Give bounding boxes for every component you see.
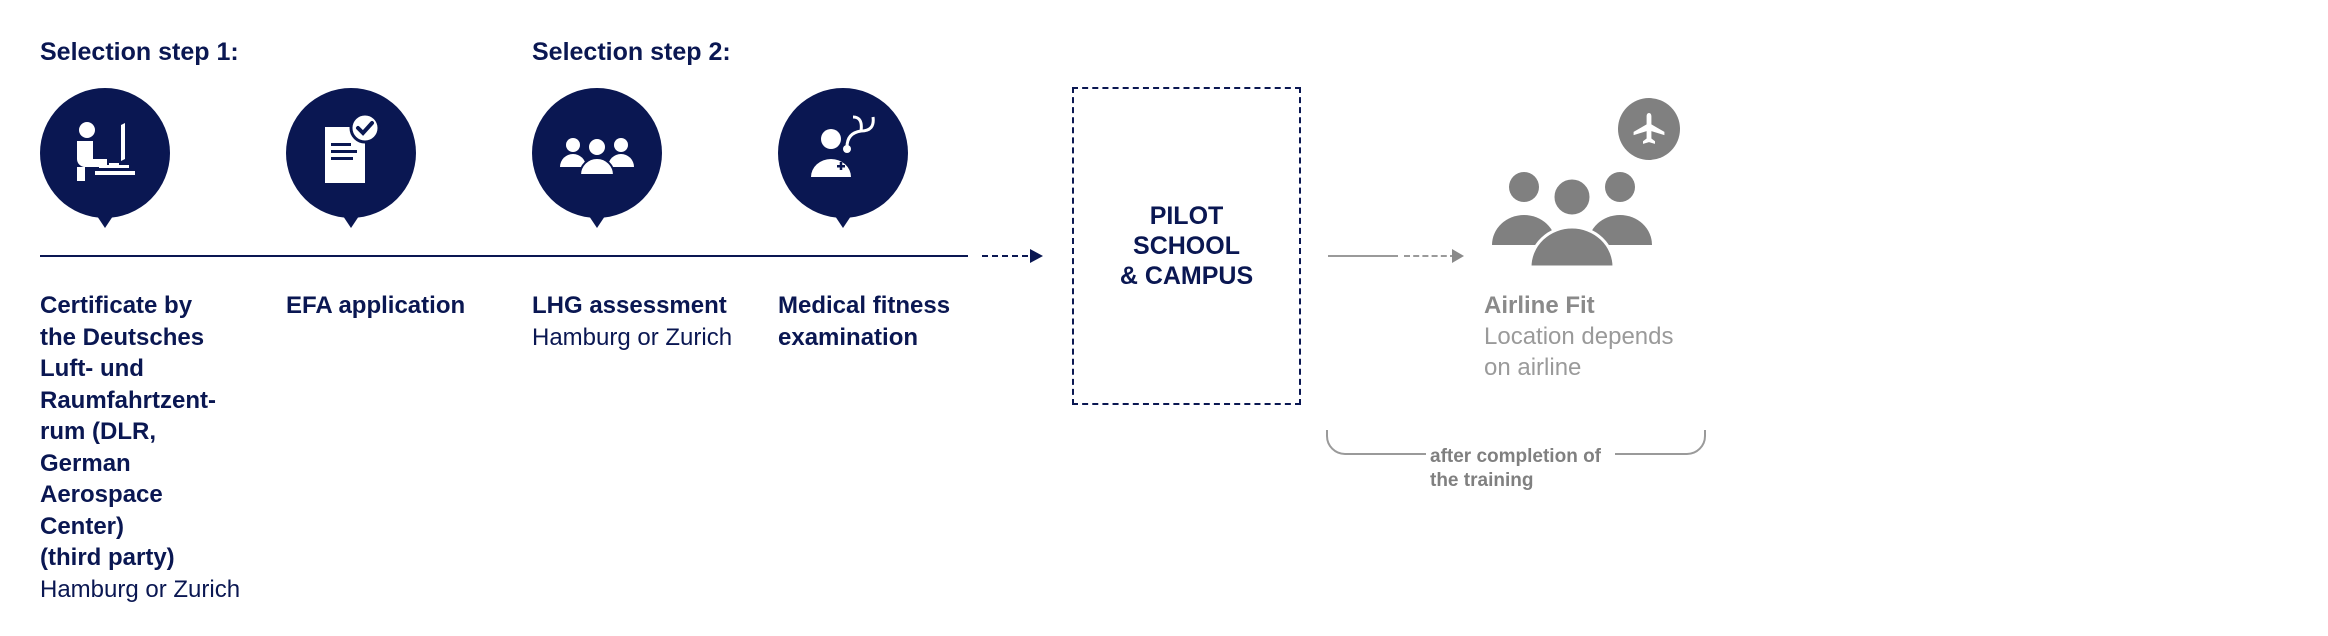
pilot-school-label: PILOT SCHOOL & CAMPUS [1119, 202, 1254, 290]
group-icon [560, 137, 634, 176]
step-circle-lhg [532, 88, 662, 228]
airline-fit-label: Airline Fit Location depends on airline [1484, 290, 1674, 383]
selection-step-2-header: Selection step 2: [532, 38, 731, 66]
step-label-dlr: Certificate by the Deutsches Luft- und R… [40, 290, 280, 605]
step-label-medical: Medical fitness examination [778, 290, 1018, 353]
airplane-badge [1618, 98, 1680, 160]
timeline-line [40, 255, 968, 257]
step-circle-dlr [40, 88, 170, 228]
step-title: EFA application [286, 292, 466, 319]
step-title: Medical fitness examination [778, 292, 951, 351]
computer-workstation-icon [77, 122, 135, 181]
step-title: Certificate by the Deutsches Luft- und R… [40, 292, 217, 571]
step-subtitle: Hamburg or Zurich [532, 323, 733, 351]
airline-fit-subtitle: Location depends on airline [1484, 323, 1674, 381]
document-check-icon [325, 113, 381, 183]
after-completion-text: after completion of the training [1426, 445, 1606, 493]
grey-arrow-head [1452, 249, 1464, 263]
selection-step-1-header: Selection step 1: [40, 38, 239, 66]
step-label-lhg: LHG assessment Hamburg or Zurich [532, 290, 772, 353]
pilot-school-box: PILOT SCHOOL & CAMPUS [1072, 87, 1301, 405]
timeline-arrow-head [1030, 249, 1043, 263]
grey-dashed-segment [1404, 255, 1456, 257]
step-subtitle: Hamburg or Zurich [40, 575, 241, 603]
grey-connector-line [1328, 255, 1398, 257]
step-label-efa: EFA application [286, 290, 526, 322]
doctor-stethoscope-icon [811, 115, 875, 177]
timeline-dashed-segment [982, 255, 1038, 257]
completion-bracket [1326, 430, 1706, 455]
step-circle-efa [286, 88, 416, 228]
step-circle-medical [778, 88, 908, 228]
airplane-icon [1633, 113, 1665, 144]
step-title: LHG assessment [532, 292, 727, 319]
airline-group-icon [1492, 172, 1652, 269]
airline-fit-title: Airline Fit [1484, 292, 1595, 319]
